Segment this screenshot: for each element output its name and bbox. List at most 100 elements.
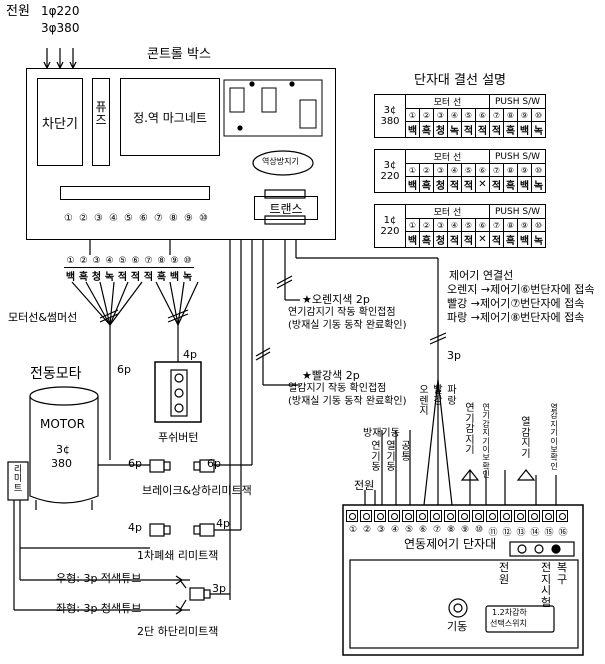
- ctrl-bangjae: 방재기동: [363, 428, 400, 439]
- strip-num: ⑧: [157, 256, 166, 266]
- panel-recover: 복구: [556, 561, 568, 586]
- table-row-label: 3¢380: [374, 94, 406, 138]
- strip-color: 백: [64, 267, 77, 283]
- electric-motor-label: 전동모타: [30, 366, 82, 382]
- strip-color: 흑: [155, 267, 168, 283]
- box-terminal-3: ③: [94, 213, 103, 224]
- table-color: 백: [517, 176, 532, 193]
- box-terminal-strip: [60, 186, 210, 200]
- reverse-phase-label: 역상방지기: [262, 157, 299, 166]
- strip-num: ⑥: [131, 256, 140, 266]
- controller-terminal-3: [374, 510, 386, 522]
- table-num: ⑦: [489, 163, 504, 177]
- strip-color: 녹: [181, 267, 194, 283]
- table-num: ⑩: [531, 108, 546, 122]
- header-motor: 모터 선: [405, 94, 490, 109]
- ctrl-heat-io: 열기동: [386, 441, 396, 473]
- header-push: PUSH S/W: [489, 149, 546, 164]
- table-color: ✕: [475, 231, 490, 248]
- strip-color: 흑: [77, 267, 90, 283]
- table-num: ⑧: [503, 108, 518, 122]
- table-row-label: 3¢220: [374, 149, 406, 193]
- table-color: 백: [517, 231, 532, 248]
- brake-jack-label: 브레이크&상하리미트잭: [142, 484, 252, 497]
- box-terminal-8: ⑧: [169, 213, 178, 224]
- ctrl-power-top: 전원: [354, 479, 375, 492]
- strip-color: 적: [129, 267, 142, 283]
- table-color: 흑: [419, 231, 434, 248]
- box-terminal-6: ⑥: [139, 213, 148, 224]
- controller-terminal-num-6: ⑥: [418, 525, 428, 535]
- table-color: 흑: [503, 231, 518, 248]
- strip-num: ⑦: [144, 256, 153, 266]
- table-color: 흑: [503, 121, 518, 138]
- table-num: ⑤: [461, 108, 476, 122]
- table-num: ⑩: [531, 218, 546, 232]
- three-p-control-label: 3p: [447, 349, 461, 362]
- three-p-label: 3p: [212, 582, 226, 595]
- motor-volt: 380: [51, 457, 72, 470]
- motor-neutral-label: 모터선&썸머선: [8, 311, 78, 324]
- table-color: 적: [489, 231, 504, 248]
- controller-terminal-2: [360, 510, 372, 522]
- table-num: ③: [433, 108, 448, 122]
- table-num: ⑨: [517, 218, 532, 232]
- box-terminal-5: ⑤: [124, 213, 133, 224]
- controller-terminal-num-1: ①: [348, 525, 358, 535]
- six-p-label: 6p: [117, 363, 131, 376]
- orange-line1: 연기감지기 작동 확인접점: [288, 307, 396, 318]
- panel-power: 전원: [498, 561, 510, 586]
- strip-color: 적: [116, 267, 129, 283]
- header-motor: 모터 선: [405, 149, 490, 164]
- controller-terminal-num-12: ⑫: [502, 528, 512, 538]
- ctrl-blue-wire: 파랑: [447, 385, 457, 407]
- strip-num: ⑨: [170, 256, 179, 266]
- push-button-label: 푸쉬버턴: [158, 431, 199, 444]
- strip-num: ②: [79, 256, 88, 266]
- strip-color: 백: [168, 267, 181, 283]
- table-color: 흑: [503, 176, 518, 193]
- controller-terminal-5: [402, 510, 414, 522]
- controller-terminal-num-15: ⑮: [544, 528, 554, 538]
- power-1phase: 1φ220: [41, 4, 80, 18]
- controller-terminal-12: [500, 510, 512, 522]
- strip-num: ③: [92, 256, 101, 266]
- table-color: 적: [447, 231, 462, 248]
- ctrl-smoke-sensor: 연기감지기: [465, 403, 475, 456]
- table-color: 녹: [531, 121, 546, 138]
- brake-6p-right: 6p: [207, 457, 221, 470]
- table-num: ④: [447, 108, 462, 122]
- box-terminal-4: ④: [109, 213, 118, 224]
- controller-terminal-10: [472, 510, 484, 522]
- ctrl-connect-title: 제어기 연결선: [449, 269, 514, 282]
- table-color: 백: [405, 176, 420, 193]
- left-tube-label: 좌형: 3p 청색튜브: [56, 602, 142, 615]
- brake-6p-left: 6p: [128, 457, 142, 470]
- controller-terminal-num-8: ⑧: [446, 525, 456, 535]
- table-color: 녹: [531, 231, 546, 248]
- wiring-table-title: 단자대 결선 설명: [414, 73, 506, 88]
- table-color: 적: [489, 121, 504, 138]
- table-num: ⑤: [461, 218, 476, 232]
- table-num: ②: [419, 163, 434, 177]
- transformer: 트랜스: [254, 196, 318, 220]
- controller-terminal-15: [542, 510, 554, 522]
- right-tube-label: 우형: 3p 적색튜브: [56, 572, 142, 585]
- controller-terminal-num-5: ⑤: [404, 525, 414, 535]
- table-num: ①: [405, 218, 420, 232]
- controller-terminal-7: [430, 510, 442, 522]
- table-color: 흑: [419, 121, 434, 138]
- table-color: 백: [405, 121, 420, 138]
- controller-title: 연동제어기 단자대: [404, 537, 497, 551]
- controller-terminal-6: [416, 510, 428, 522]
- ctrl-smoke-io: 연기동: [371, 441, 381, 473]
- table-color: 청: [433, 176, 448, 193]
- red-title: ★빨강색 2p: [302, 369, 360, 382]
- controller-terminal-num-11: ⑪: [488, 528, 498, 538]
- ctrl-common: 공통: [401, 441, 411, 463]
- fuse: 퓨즈: [92, 78, 110, 166]
- controller-terminal-num-14: ⑭: [530, 528, 540, 538]
- ctrl-heat-sensor: 열감지기: [521, 417, 531, 460]
